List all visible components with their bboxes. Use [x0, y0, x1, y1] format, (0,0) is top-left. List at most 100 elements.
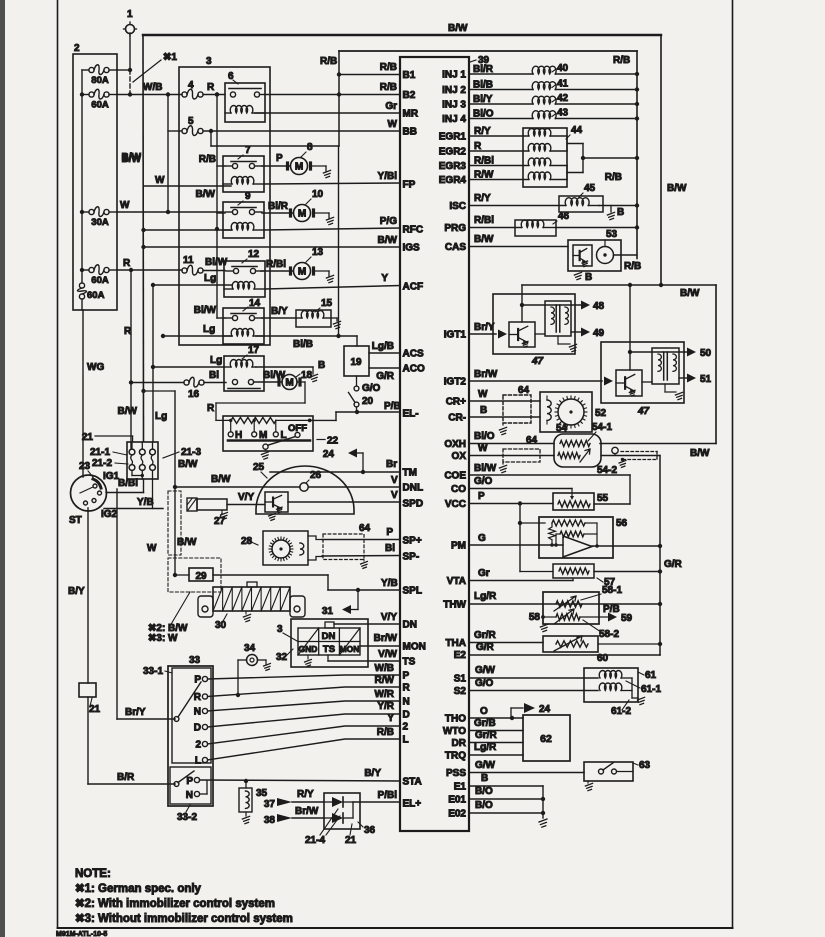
- svg-text:Bl/W: Bl/W: [205, 257, 228, 268]
- svg-text:✖1: German spec. only: ✖1: German spec. only: [75, 883, 202, 895]
- svg-text:R: R: [123, 258, 131, 269]
- svg-text:G: G: [478, 533, 486, 544]
- svg-text:30: 30: [215, 620, 227, 631]
- svg-text:2: 2: [195, 740, 201, 751]
- svg-text:W: W: [120, 200, 130, 211]
- svg-text:EL-: EL-: [403, 409, 419, 420]
- svg-text:M: M: [298, 209, 306, 220]
- svg-text:R/Bl: R/Bl: [474, 215, 494, 226]
- svg-text:G/R: G/R: [664, 559, 683, 570]
- svg-text:EGR3: EGR3: [439, 161, 467, 172]
- svg-text:✖1: ✖1: [163, 52, 177, 63]
- svg-text:B/O: B/O: [475, 800, 493, 811]
- svg-text:N: N: [403, 697, 410, 708]
- svg-text:EGR2: EGR2: [439, 147, 467, 158]
- svg-text:63: 63: [639, 760, 651, 771]
- svg-text:PM: PM: [451, 541, 466, 552]
- svg-text:IG2: IG2: [101, 509, 118, 520]
- svg-text:33-2: 33-2: [177, 812, 197, 823]
- svg-text:27: 27: [214, 516, 226, 527]
- svg-text:34: 34: [244, 643, 256, 654]
- svg-text:R: R: [194, 692, 202, 703]
- svg-text:53: 53: [606, 229, 618, 240]
- svg-text:80A: 80A: [91, 75, 109, 86]
- svg-text:18: 18: [301, 370, 313, 381]
- svg-text:31: 31: [322, 606, 334, 617]
- svg-text:M: M: [285, 378, 293, 389]
- svg-text:33: 33: [189, 655, 201, 666]
- svg-text:E1: E1: [454, 782, 467, 793]
- svg-text:OX: OX: [452, 451, 467, 462]
- svg-text:CAS: CAS: [445, 242, 466, 253]
- svg-text:B: B: [481, 773, 488, 784]
- svg-text:47: 47: [531, 356, 544, 367]
- svg-text:21-3: 21-3: [181, 447, 201, 458]
- svg-text:E2: E2: [454, 650, 467, 661]
- svg-text:21: 21: [82, 432, 94, 443]
- svg-text:✖2: B/W: ✖2: B/W: [148, 623, 188, 634]
- svg-text:P/Bl: P/Bl: [378, 790, 398, 801]
- svg-text:42: 42: [557, 93, 569, 104]
- svg-text:Y/R: Y/R: [377, 701, 394, 712]
- svg-text:52: 52: [595, 408, 607, 419]
- svg-text:R/B: R/B: [380, 62, 397, 73]
- svg-text:45: 45: [584, 183, 596, 194]
- svg-text:VTA: VTA: [447, 576, 466, 587]
- svg-text:28: 28: [241, 536, 253, 547]
- svg-text:Bl/B: Bl/B: [293, 339, 313, 350]
- svg-text:TM: TM: [403, 468, 417, 479]
- svg-text:Y/B: Y/B: [381, 578, 398, 589]
- svg-text:COE: COE: [444, 471, 466, 482]
- svg-text:V/W: V/W: [378, 649, 397, 660]
- svg-text:CO: CO: [451, 484, 466, 495]
- svg-text:B1: B1: [403, 70, 416, 81]
- svg-text:Gr: Gr: [478, 568, 490, 579]
- svg-text:62: 62: [540, 733, 552, 745]
- svg-text:Br/Y: Br/Y: [125, 707, 146, 718]
- svg-text:Bl/W: Bl/W: [474, 463, 497, 474]
- svg-text:3: 3: [206, 56, 212, 67]
- svg-text:B/W: B/W: [122, 152, 142, 163]
- svg-text:4: 4: [188, 80, 194, 91]
- svg-text:G/R: G/R: [476, 642, 495, 653]
- svg-text:B/W: B/W: [196, 189, 216, 200]
- svg-text:B2: B2: [403, 90, 416, 101]
- svg-text:FP: FP: [403, 180, 416, 191]
- svg-text:P: P: [386, 527, 393, 538]
- svg-text:THA: THA: [445, 638, 466, 649]
- svg-text:M: M: [298, 267, 306, 278]
- svg-text:Y: Y: [381, 273, 388, 284]
- svg-text:R: R: [207, 403, 215, 414]
- svg-text:R/Bl: R/Bl: [474, 156, 494, 167]
- svg-text:CR-: CR-: [448, 413, 466, 424]
- svg-text:EL+: EL+: [403, 799, 422, 810]
- svg-text:59: 59: [621, 613, 633, 624]
- svg-text:R/B: R/B: [377, 727, 394, 738]
- svg-text:V: V: [391, 475, 398, 486]
- svg-text:R/Y: R/Y: [297, 789, 314, 800]
- svg-text:Br/W: Br/W: [474, 369, 498, 380]
- svg-text:GND: GND: [299, 644, 318, 654]
- svg-text:48: 48: [593, 301, 605, 312]
- svg-text:D: D: [194, 723, 201, 734]
- svg-text:BB: BB: [403, 127, 417, 138]
- svg-text:MON: MON: [340, 644, 360, 654]
- svg-text:29: 29: [195, 571, 207, 582]
- svg-text:ISC: ISC: [449, 201, 466, 212]
- svg-text:W/B: W/B: [143, 82, 162, 93]
- svg-text:P/B: P/B: [603, 604, 620, 615]
- svg-text:W: W: [388, 119, 398, 130]
- svg-text:Gr: Gr: [385, 101, 397, 112]
- svg-text:Br/W: Br/W: [374, 633, 398, 644]
- svg-text:H: H: [235, 430, 242, 441]
- svg-text:44: 44: [571, 125, 583, 136]
- svg-text:✖3: Without immobilizer contr: ✖3: Without immobilizer control system: [75, 913, 293, 925]
- svg-text:Lg: Lg: [155, 411, 167, 422]
- svg-text:DN: DN: [322, 631, 336, 642]
- svg-text:B/W: B/W: [667, 183, 687, 194]
- svg-text:B/W: B/W: [474, 234, 494, 245]
- svg-text:8: 8: [307, 142, 313, 153]
- svg-text:DNL: DNL: [403, 483, 424, 494]
- svg-text:W: W: [147, 543, 157, 554]
- svg-text:Br/Y: Br/Y: [474, 322, 495, 333]
